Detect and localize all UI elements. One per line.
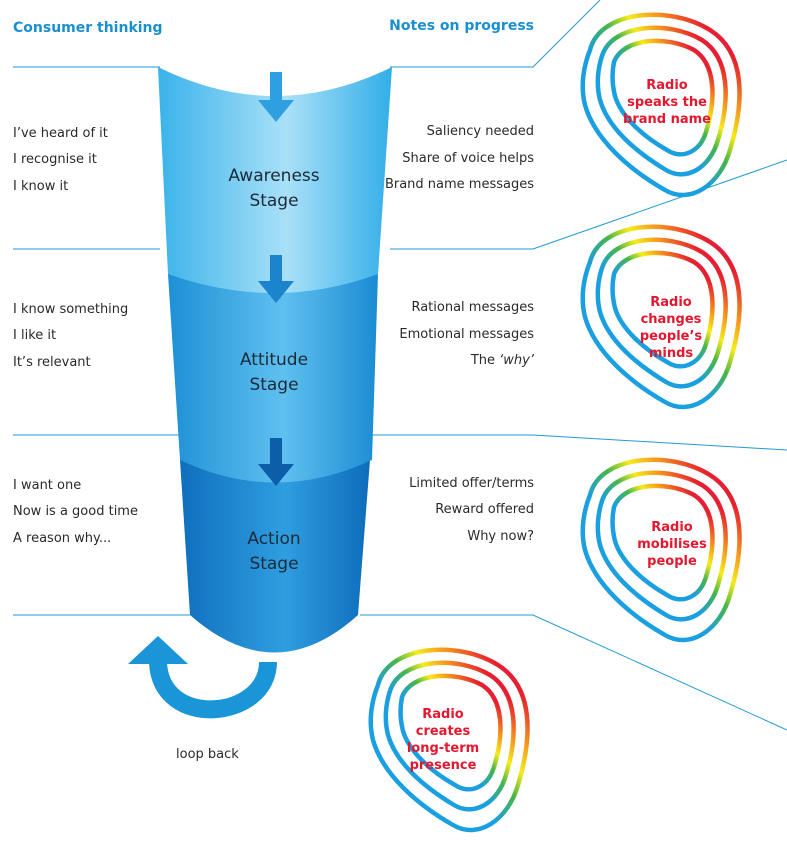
thought-text: Now is a good time <box>13 504 138 519</box>
loop-back-label: loop back <box>176 747 239 762</box>
note-text: Rational messages <box>411 300 534 315</box>
attitude-segment <box>168 254 378 483</box>
note-text-why: The ‘why’ <box>470 353 534 368</box>
note-text: Saliency needed <box>426 124 534 139</box>
thought-text: I know something <box>13 302 129 317</box>
thought-text: I recognise it <box>13 152 97 167</box>
action-segment <box>180 440 370 653</box>
thought-text: I’ve heard of it <box>13 126 108 141</box>
down-arrow-icon <box>258 255 294 303</box>
note-text: Emotional messages <box>399 327 534 342</box>
note-text: Brand name messages <box>384 177 534 192</box>
consumer-thinking-header: Consumer thinking <box>13 20 163 36</box>
down-arrow-icon <box>258 438 294 486</box>
notes-on-progress-header: Notes on progress <box>389 18 534 34</box>
thought-text: I want one <box>13 478 82 493</box>
loop-back-arrow-icon <box>128 636 277 719</box>
down-arrow-icon <box>258 72 294 122</box>
thought-text: I know it <box>13 179 69 194</box>
note-text: Why now? <box>467 529 534 544</box>
note-text: Limited offer/terms <box>409 476 534 491</box>
note-text: Reward offered <box>435 502 534 517</box>
awareness-segment <box>158 67 392 293</box>
thought-text: I like it <box>13 328 57 343</box>
note-text: Share of voice helps <box>402 151 534 166</box>
thought-text: A reason why... <box>13 531 112 546</box>
thought-text: It’s relevant <box>13 355 91 370</box>
